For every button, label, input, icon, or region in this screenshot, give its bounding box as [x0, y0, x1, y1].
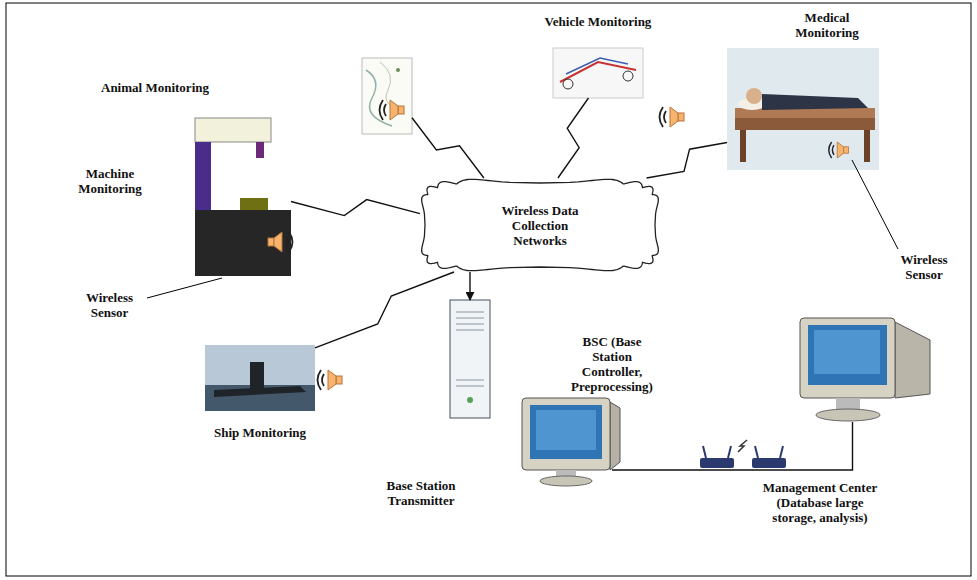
sensor-icon — [380, 100, 405, 120]
monitor-neck — [836, 398, 860, 410]
machine-picture — [195, 118, 293, 276]
vehicle-image — [553, 48, 643, 98]
bed-leg — [740, 130, 746, 162]
screen-glow — [814, 330, 880, 374]
wireless-link — [291, 200, 420, 216]
medical-picture: Medical Monitoring — [727, 48, 879, 170]
tower-led — [467, 397, 473, 403]
machine-column — [195, 142, 211, 210]
animal-picture: Animal Monitoring — [360, 58, 412, 134]
ship-picture: Ship Monitoring — [205, 345, 315, 411]
machine-picture: Machine Monitoring — [195, 118, 291, 276]
management-computer: Management Center (Database large storag… — [770, 312, 935, 422]
cloud-shape — [422, 179, 659, 270]
monitor — [800, 318, 895, 398]
transmitter-tower: Base Station Transmitter — [450, 300, 490, 418]
monitor — [522, 398, 610, 470]
monitor-heading: Animal Monitoring — [100, 80, 210, 95]
arrow-connector — [469, 272, 470, 300]
screen-glow — [536, 410, 596, 450]
network-cable — [612, 422, 853, 470]
patient-body — [762, 94, 868, 110]
router-antenna — [703, 446, 731, 458]
network-cloud: Wireless Data Collection Networks — [420, 178, 660, 272]
monitor-heading: Base Station Transmitter — [378, 478, 464, 508]
leader-line — [147, 278, 222, 298]
transmitter-picture — [450, 300, 490, 418]
wheel — [563, 79, 573, 89]
medical-picture — [727, 48, 879, 170]
monitor-back — [895, 322, 930, 398]
monitor-heading: Management Center (Database large storag… — [757, 480, 883, 525]
router-antenna — [755, 446, 783, 458]
wireless-link — [412, 118, 484, 178]
leader-line — [852, 160, 898, 249]
sensor-label: Wireless Sensor — [888, 252, 960, 282]
router — [700, 458, 734, 468]
bed-leg — [864, 130, 870, 162]
wireless-link — [315, 272, 454, 348]
monitor-base — [540, 476, 592, 486]
screen — [530, 405, 602, 459]
routers — [700, 440, 786, 468]
tower-vents — [456, 312, 484, 386]
monitor-neck — [556, 470, 576, 476]
monitor-heading: Vehicle Monitoring — [513, 14, 683, 29]
animal-dot — [396, 68, 400, 72]
patient-head — [746, 88, 762, 104]
sensor-icon — [829, 142, 849, 158]
bsc-computer-picture — [522, 398, 620, 486]
bsc-computer: BSC (Base Station Controller, Preprocess… — [512, 398, 612, 488]
tower-case — [450, 300, 490, 418]
vehicle-body — [566, 58, 628, 74]
bed-frame — [735, 118, 875, 130]
frame — [6, 3, 971, 576]
wheel — [623, 71, 633, 81]
screen — [808, 325, 887, 385]
monitor-heading: BSC (Base Station Controller, Preprocess… — [562, 334, 662, 394]
wireless-link — [647, 143, 727, 178]
machine-top — [195, 118, 271, 142]
sensor-icon — [268, 232, 293, 252]
management-computer-picture — [800, 318, 930, 421]
wireless-link — [558, 98, 589, 178]
router — [752, 458, 786, 468]
machine-workpiece — [240, 198, 268, 210]
label-holder: Wireless Sensor — [888, 252, 960, 282]
label-holder: Wireless Sensor — [72, 290, 147, 320]
animal-picture — [362, 58, 412, 134]
sensor-label: Wireless Sensor — [72, 290, 147, 320]
monitor-heading: Medical Monitoring — [777, 10, 877, 40]
submarine-tower — [250, 362, 264, 389]
network-label: Wireless Data Collection Networks — [485, 203, 595, 248]
ship-picture — [205, 345, 342, 411]
radio-symbol — [738, 440, 747, 452]
monitor-heading: Machine Monitoring — [55, 166, 165, 196]
track-line — [366, 70, 392, 126]
machine-tool — [256, 142, 264, 158]
sensor-icon — [318, 370, 343, 390]
monitor-heading: Ship Monitoring — [195, 425, 325, 440]
monitor-base — [816, 409, 880, 421]
vehicle-picture — [553, 48, 684, 127]
vehicle-picture: Vehicle Monitoring — [553, 48, 643, 98]
sensor-icon — [660, 107, 685, 127]
monitor-side — [610, 402, 620, 470]
map-image — [362, 58, 412, 134]
room-wall — [727, 48, 879, 170]
